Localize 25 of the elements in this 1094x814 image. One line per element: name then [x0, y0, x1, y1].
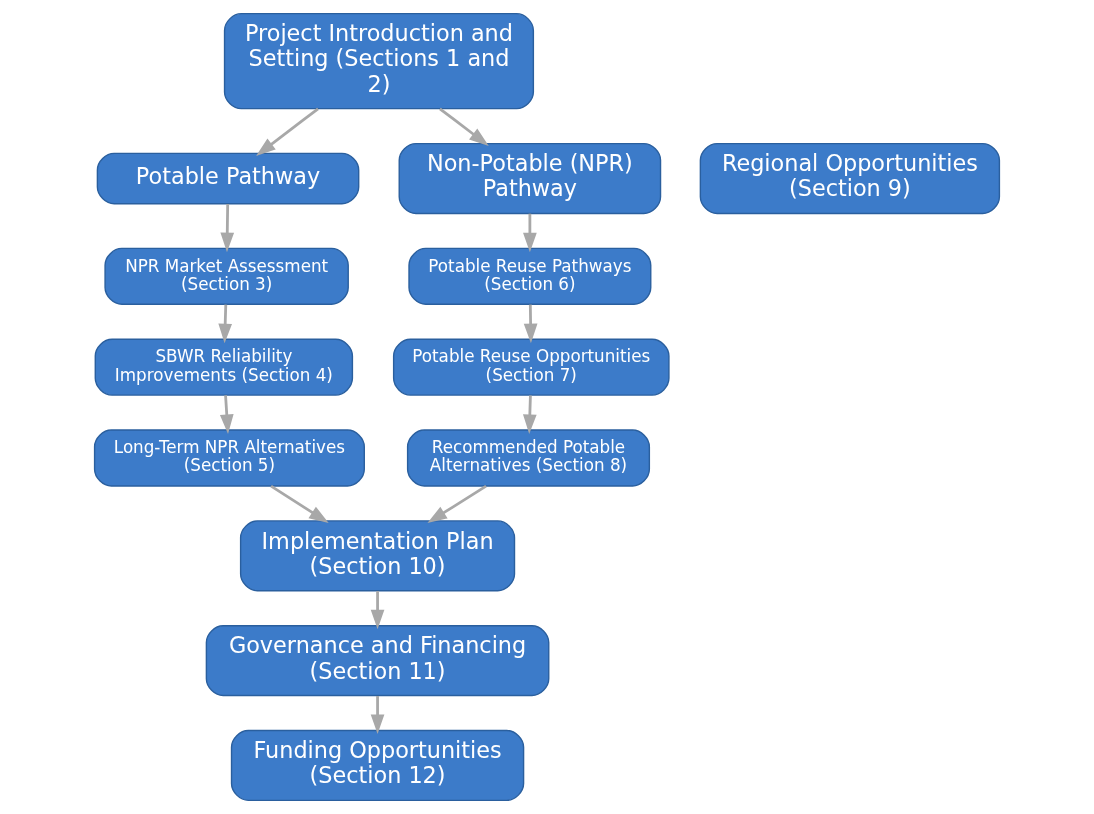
arrow — [523, 213, 537, 253]
arrow — [220, 203, 235, 253]
node-box: Regional Opportunities (Section 9) — [699, 142, 1001, 215]
node-box: Potable Reuse Opportunities (Section 7) — [392, 338, 670, 396]
arrow — [427, 484, 487, 524]
node-box: Recommended Potable Alternatives (Section 8) — [406, 429, 651, 487]
arrow — [256, 107, 319, 156]
arrow — [218, 304, 233, 344]
arrow — [522, 395, 537, 435]
arrow — [523, 304, 538, 344]
node-box: Potable Pathway — [96, 152, 360, 205]
node-box: Governance and Financing (Section 11) — [205, 625, 550, 697]
arrow — [370, 696, 385, 735]
node-box: SBWR Reliability Improvements (Section 4) — [94, 338, 354, 396]
arrow — [370, 591, 385, 630]
node-box: NPR Market Assessment (Section 3) — [104, 247, 349, 305]
node-box: Long-Term NPR Alternatives (Section 5) — [93, 429, 365, 487]
node-box: Funding Opportunities (Section 12) — [230, 729, 525, 802]
arrow — [219, 395, 234, 435]
node-box: Potable Reuse Pathways (Section 6) — [408, 247, 652, 305]
arrow — [270, 484, 329, 524]
node-box: Project Introduction and Setting (Sections 1 and 2) — [223, 12, 535, 110]
node-box: Non-Potable (NPR) Pathway — [398, 142, 662, 215]
node-box: Implementation Plan (Section 10) — [239, 520, 516, 592]
arrow — [439, 107, 489, 146]
